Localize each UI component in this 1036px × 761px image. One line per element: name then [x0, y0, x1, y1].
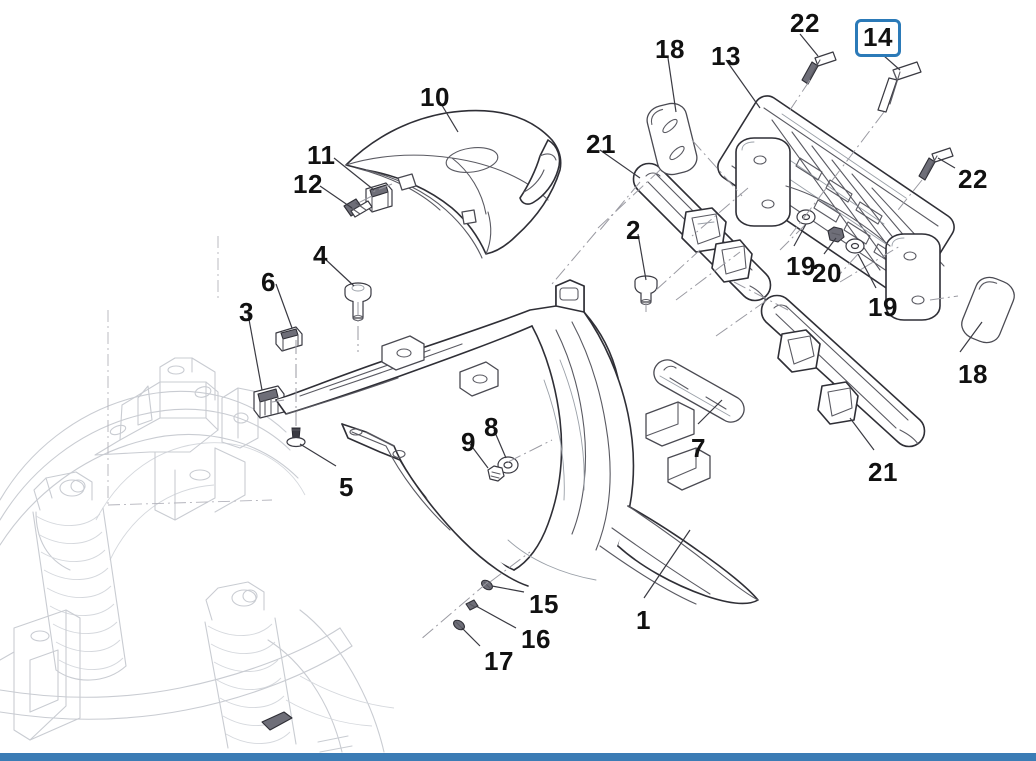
part-1-rear-mudguard: [275, 279, 759, 605]
callout-9[interactable]: 9: [461, 427, 476, 457]
part-9-nut: [487, 465, 505, 482]
callout-21-upper[interactable]: 21: [586, 129, 616, 159]
part-12-screw: [343, 198, 373, 218]
callout-3[interactable]: 3: [239, 297, 254, 327]
part-18-pad-right: [961, 276, 1015, 344]
callout-7[interactable]: 7: [691, 433, 706, 463]
callout-15[interactable]: 15: [529, 589, 559, 619]
callout-12[interactable]: 12: [293, 169, 323, 199]
callout-14-highlighted[interactable]: 14: [855, 19, 901, 57]
part-21-bracket-upper: [632, 162, 772, 303]
part-17-pin: [453, 619, 465, 631]
ghost-shock-right: [204, 581, 297, 749]
callout-19-upper[interactable]: 19: [786, 251, 816, 281]
bottom-accent-bar: [0, 753, 1036, 761]
part-2-bolt: [634, 275, 658, 306]
assembly-axis-lines: [271, 79, 959, 641]
callout-4[interactable]: 4: [313, 240, 328, 270]
part-13-plate-holder-grille: [717, 95, 955, 321]
callout-2[interactable]: 2: [626, 215, 641, 245]
ghost-shock-left: [32, 471, 127, 681]
callout-21-lower[interactable]: 21: [868, 457, 898, 487]
callout-22-right[interactable]: 22: [958, 164, 988, 194]
part-6-clip: [275, 326, 303, 352]
ghost-motorcycle-frame: [0, 236, 395, 753]
callout-6[interactable]: 6: [261, 267, 276, 297]
part-15-pin: [481, 579, 493, 591]
callout-22-top-left[interactable]: 22: [790, 8, 820, 38]
part-3-clip: [253, 385, 285, 419]
part-5-rivet: [286, 427, 306, 448]
part-19-washer-lower: [845, 238, 865, 254]
callout-18-right[interactable]: 18: [958, 359, 988, 389]
callout-11[interactable]: 11: [307, 140, 336, 170]
part-8-washer: [497, 456, 519, 474]
callout-16[interactable]: 16: [521, 624, 551, 654]
callout-8[interactable]: 8: [484, 412, 499, 442]
part-7-trim-strip: [653, 359, 745, 423]
part-18-pad-upper: [646, 102, 698, 176]
part-11-clip: [365, 182, 393, 213]
part-22-screw-right: [918, 147, 954, 181]
callout-19-lower[interactable]: 19: [868, 292, 898, 322]
callout-20[interactable]: 20: [812, 258, 842, 288]
callout-13[interactable]: 13: [711, 41, 741, 71]
callout-5[interactable]: 5: [339, 472, 354, 502]
part-14-screw: [877, 61, 922, 113]
part-22-screw-upper: [801, 51, 837, 85]
part-21-bracket-lower: [760, 294, 926, 448]
callout-10[interactable]: 10: [420, 82, 450, 112]
part-16-screw: [465, 599, 479, 611]
part-20-nut: [827, 226, 845, 243]
callout-17[interactable]: 17: [484, 646, 514, 676]
callout-1[interactable]: 1: [636, 605, 651, 635]
part-10-rear-top-cover: [345, 109, 562, 259]
callout-18-top[interactable]: 18: [655, 34, 685, 64]
part-19-washer-upper: [796, 209, 816, 225]
